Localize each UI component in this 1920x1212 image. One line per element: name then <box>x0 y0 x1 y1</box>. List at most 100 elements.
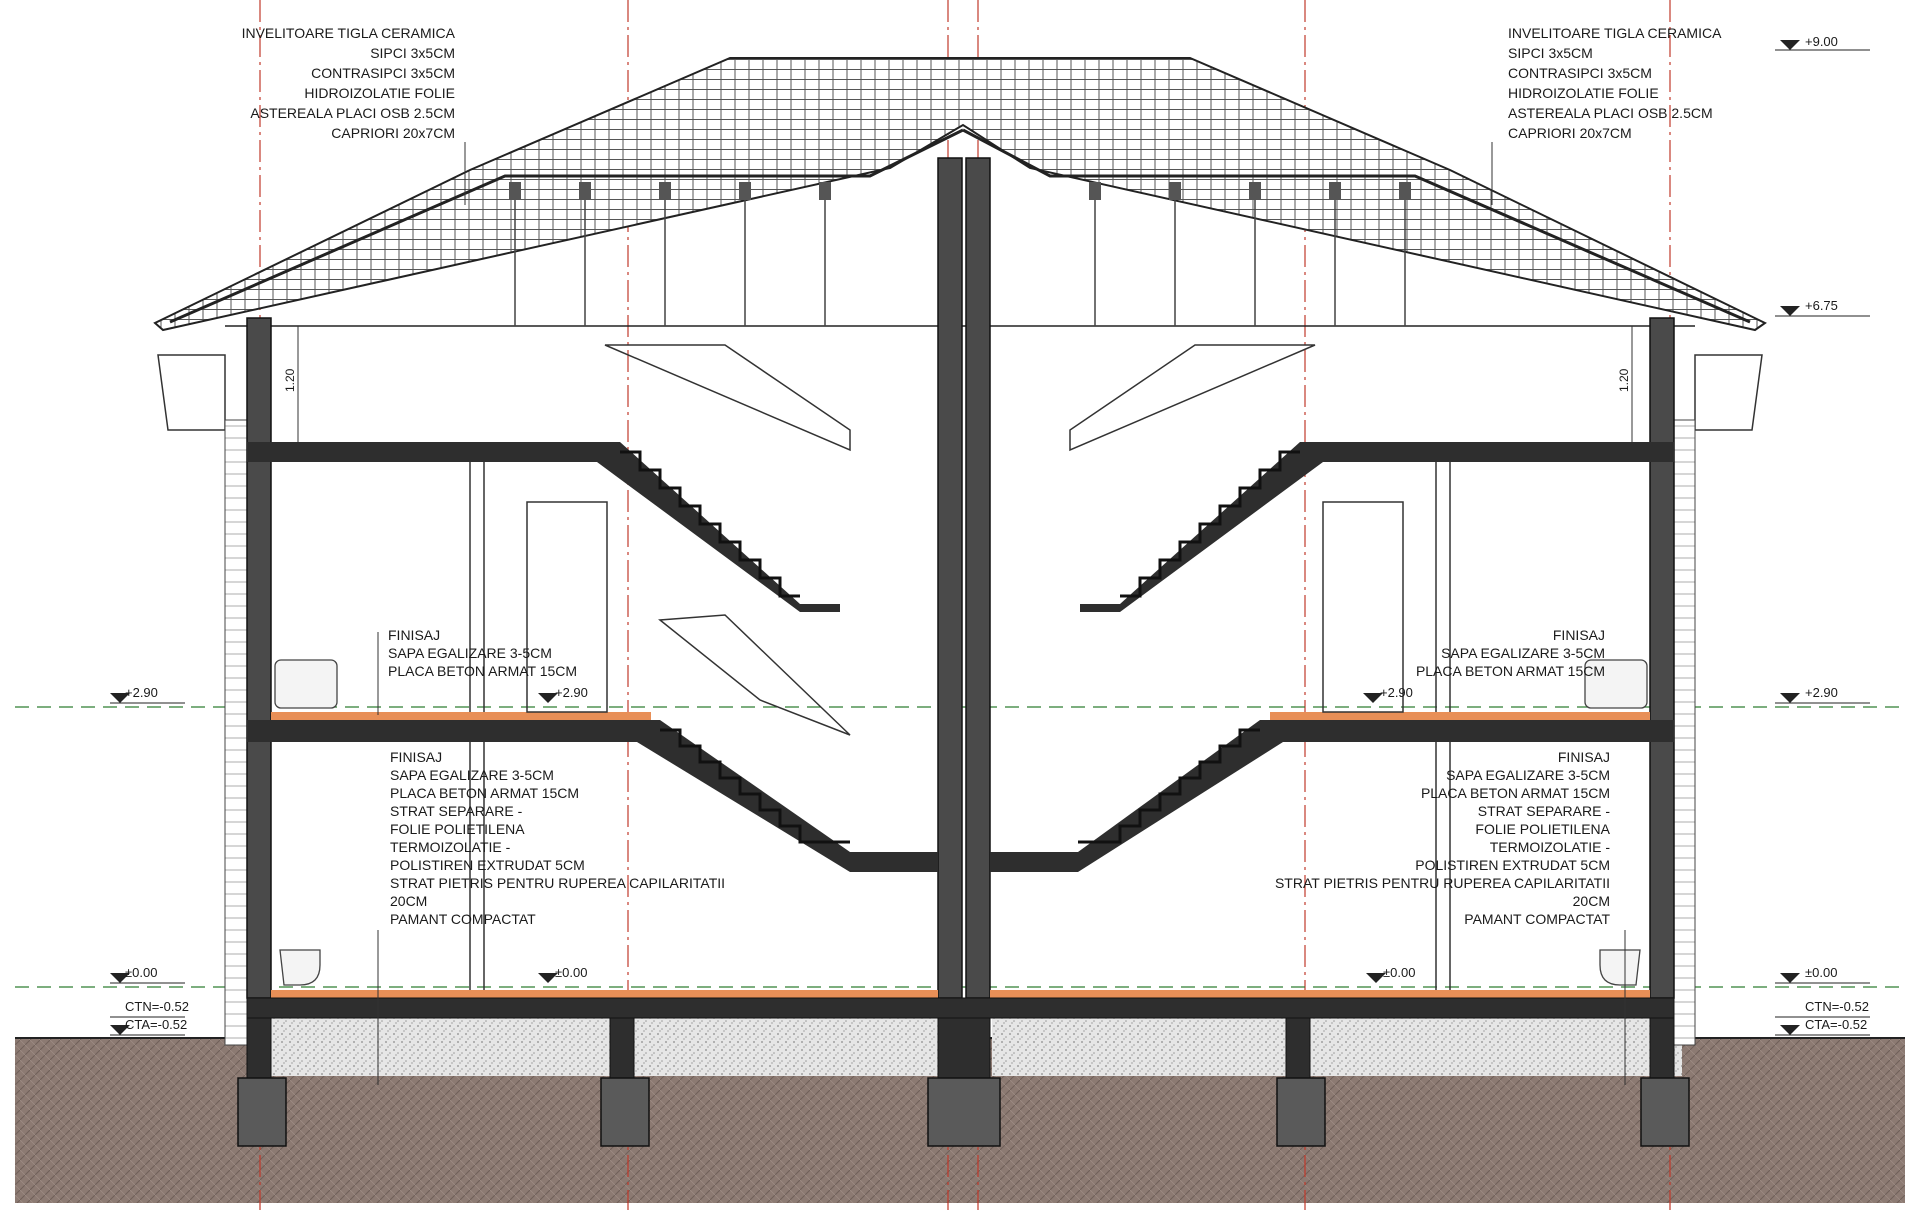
level-marker-ground-left: ±0.00 <box>110 965 185 984</box>
level-label-first-floor-left: +2.90 <box>125 685 158 700</box>
level-marker-first-floor-inner-right: +2.90 <box>1363 685 1413 703</box>
knee-wall-dimension-right: 1.20 <box>1617 326 1633 442</box>
stair-steps-upper-right <box>1120 450 1300 598</box>
roof-note-left-line-3: CONTRASIPCI 3x5CM <box>311 65 455 81</box>
floor-note-right-line-2: SAPA EGALIZARE 3-5CM <box>1441 645 1605 661</box>
staircase-right <box>1069 344 1323 872</box>
roof-note-right: INVELITOARE TIGLA CERAMICA SIPCI 3x5CM C… <box>1508 25 1722 141</box>
slab-mid-right <box>1283 720 1674 742</box>
roof-eave-line-right <box>962 128 1751 324</box>
ground-note-right-line-10: PAMANT COMPACTAT <box>1464 911 1610 927</box>
gutter-right <box>1694 354 1763 431</box>
ground-note-right-line-1: FINISAJ <box>1558 749 1610 765</box>
ground-slab <box>246 997 1675 1019</box>
level-label-roof-top: +9.00 <box>1805 34 1838 49</box>
level-marker-ground-right: ±0.00 <box>1775 965 1870 984</box>
roof-note-right-line-1: INVELITOARE TIGLA CERAMICA <box>1508 25 1722 41</box>
floor-note-right-line-1: FINISAJ <box>1553 627 1605 643</box>
roof-note-right-line-6: CAPRIORI 20x7CM <box>1508 125 1632 141</box>
ground-note-left-line-5: FOLIE POLIETILENA <box>390 821 525 837</box>
floor-note-right-line-3: PLACA BETON ARMAT 15CM <box>1416 663 1605 679</box>
ground-note-right-line-5: FOLIE POLIETILENA <box>1475 821 1610 837</box>
floor-finishes <box>271 712 1650 998</box>
level-label-ground-inner-left: ±0.00 <box>555 965 587 980</box>
ground-note-right-line-8: STRAT PIETRIS PENTRU RUPEREA CAPILARITAT… <box>1275 875 1610 891</box>
roof-note-left-line-5: ASTEREALA PLACI OSB 2.5CM <box>250 105 455 121</box>
toilet-right <box>1599 949 1641 986</box>
level-marker-first-floor-left: +2.90 <box>110 685 185 704</box>
floor-note-right: FINISAJ SAPA EGALIZARE 3-5CM PLACA BETON… <box>1416 627 1605 679</box>
slab-mid-left <box>247 720 637 742</box>
ground-note-left-line-2: SAPA EGALIZARE 3-5CM <box>390 767 554 783</box>
roof <box>153 57 1767 431</box>
roof-note-left-line-6: CAPRIORI 20x7CM <box>331 125 455 141</box>
ground-note-left-line-3: PLACA BETON ARMAT 15CM <box>390 785 579 801</box>
ground-note-left-line-9: 20CM <box>390 893 427 909</box>
slab-upper-left <box>247 442 597 462</box>
party-wall-left <box>937 157 963 999</box>
walls <box>246 157 1675 999</box>
roof-eave-line-left <box>169 128 964 324</box>
exterior-wall-left <box>246 317 272 999</box>
gravel-layer-right <box>992 1018 1682 1076</box>
ground-note-right-line-9: 20CM <box>1573 893 1610 909</box>
toilet-left <box>279 949 321 986</box>
bathtub-right <box>1584 659 1648 709</box>
roof-note-right-line-4: HIDROIZOLATIE FOLIE <box>1508 85 1659 101</box>
level-marker-ground-inner-right: ±0.00 <box>1366 965 1415 983</box>
ground-note-left: FINISAJ SAPA EGALIZARE 3-5CM PLACA BETON… <box>390 749 725 927</box>
floor-note-left-line-2: SAPA EGALIZARE 3-5CM <box>388 645 552 661</box>
doors <box>469 462 1451 990</box>
landing-right <box>990 852 1078 872</box>
level-label-ctn-right: CTN=-0.52 <box>1805 999 1869 1014</box>
roof-note-right-line-2: SIPCI 3x5CM <box>1508 45 1593 61</box>
knee-wall-label-left: 1.20 <box>283 368 297 392</box>
level-marker-roof-top: +9.00 <box>1775 34 1870 51</box>
level-label-ground-left: ±0.00 <box>125 965 157 980</box>
floor-note-left-line-3: PLACA BETON ARMAT 15CM <box>388 663 577 679</box>
staircase-left <box>597 344 851 872</box>
ground-note-left-line-7: POLISTIREN EXTRUDAT 5CM <box>390 857 585 873</box>
stair-handrail-left-1 <box>604 344 851 452</box>
roof-note-left: INVELITOARE TIGLA CERAMICA SIPCI 3x5CM C… <box>242 25 456 141</box>
floor-note-left: FINISAJ SAPA EGALIZARE 3-5CM PLACA BETON… <box>388 627 577 679</box>
roof-note-left-line-2: SIPCI 3x5CM <box>370 45 455 61</box>
ground-note-left-line-10: PAMANT COMPACTAT <box>390 911 536 927</box>
ground-note-right-line-7: POLISTIREN EXTRUDAT 5CM <box>1415 857 1610 873</box>
stair-flight-lower-right <box>1078 720 1283 872</box>
ground-note-left-line-1: FINISAJ <box>390 749 442 765</box>
footings <box>237 1077 1690 1147</box>
stair-steps-lower-left <box>660 728 850 844</box>
foundation <box>246 997 1675 1079</box>
facade-cladding-right <box>1672 419 1696 1046</box>
exterior-wall-right <box>1649 317 1675 999</box>
level-marker-ground-inner-left: ±0.00 <box>538 965 587 983</box>
level-label-ground-inner-right: ±0.00 <box>1383 965 1415 980</box>
level-marker-ctn-cta-left: CTN=-0.52 CTA=-0.52 <box>110 999 189 1036</box>
level-label-cta-right: CTA=-0.52 <box>1805 1017 1867 1032</box>
door-left <box>526 501 608 713</box>
roof-purlins <box>509 182 1411 200</box>
level-marker-eaves: +6.75 <box>1775 298 1870 317</box>
level-label-ctn-left: CTN=-0.52 <box>125 999 189 1014</box>
level-marker-ctn-cta-right: CTN=-0.52 CTA=-0.52 <box>1775 999 1870 1036</box>
level-label-first-floor-right: +2.90 <box>1805 685 1838 700</box>
roof-note-right-line-3: CONTRASIPCI 3x5CM <box>1508 65 1652 81</box>
stair-flight-upper-left <box>597 442 840 612</box>
roof-note-left-line-1: INVELITOARE TIGLA CERAMICA <box>242 25 456 41</box>
gutter-left <box>157 354 226 431</box>
level-label-ground-right: ±0.00 <box>1805 965 1837 980</box>
level-label-first-floor-inner-right: +2.90 <box>1380 685 1413 700</box>
roof-note-right-line-5: ASTEREALA PLACI OSB 2.5CM <box>1508 105 1713 121</box>
stair-steps-upper-left <box>620 450 800 598</box>
ground-note-left-line-8: STRAT PIETRIS PENTRU RUPEREA CAPILARITAT… <box>390 875 725 891</box>
ground-note-right-line-3: PLACA BETON ARMAT 15CM <box>1421 785 1610 801</box>
landing-left <box>850 852 938 872</box>
bathtub-left <box>274 659 338 709</box>
party-wall-right <box>965 157 991 999</box>
ground-note-left-line-4: STRAT SEPARARE - <box>390 803 523 819</box>
facade-cladding-left <box>224 419 248 1046</box>
ground-note-right-line-4: STRAT SEPARARE - <box>1478 803 1611 819</box>
slab-upper-right <box>1323 442 1674 462</box>
ground-note-right-line-2: SAPA EGALIZARE 3-5CM <box>1446 767 1610 783</box>
